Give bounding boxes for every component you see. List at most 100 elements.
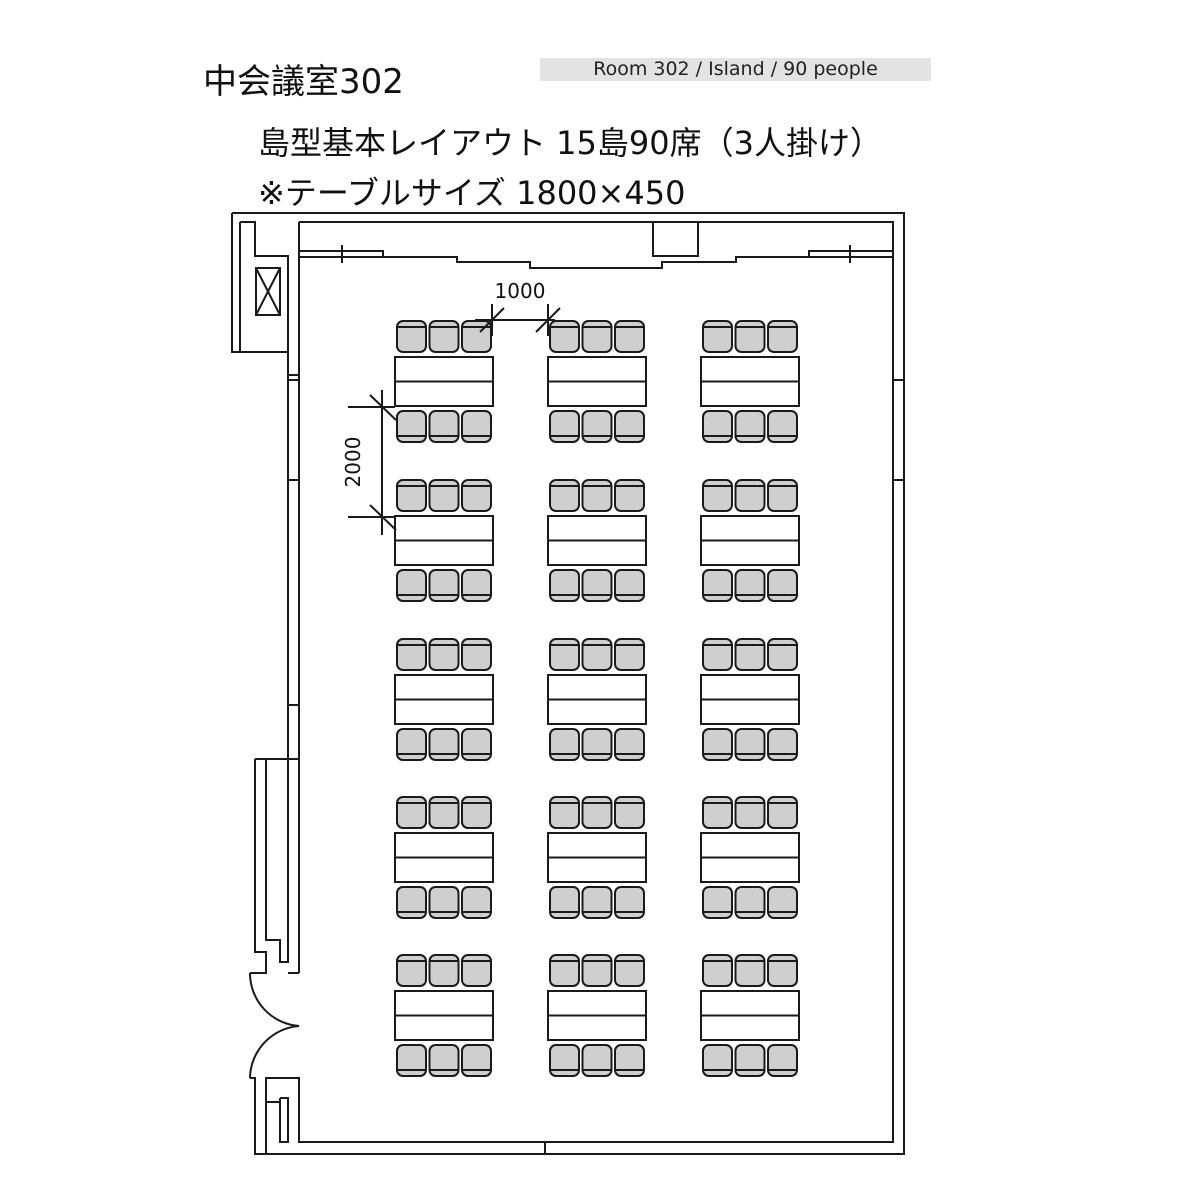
chair: [614, 886, 645, 919]
chair: [428, 728, 460, 761]
chair: [428, 954, 460, 987]
chair: [767, 410, 798, 443]
chair: [614, 1044, 645, 1077]
chair: [581, 796, 613, 829]
chair: [581, 479, 613, 512]
chair: [767, 728, 798, 761]
chair: [702, 479, 733, 512]
chair: [428, 638, 460, 671]
chair: [461, 796, 492, 829]
walls: [231, 212, 905, 1155]
chair: [702, 569, 733, 602]
chair: [734, 954, 766, 987]
chair: [428, 569, 460, 602]
table-size-note: ※テーブルサイズ 1800×450: [258, 174, 686, 212]
chair: [767, 479, 798, 512]
chair: [549, 1044, 580, 1077]
chair: [549, 638, 580, 671]
island: [547, 320, 647, 443]
island: [394, 796, 494, 919]
chair: [702, 320, 733, 353]
dimension-2000: [348, 390, 397, 535]
island: [547, 479, 647, 602]
chair: [461, 569, 492, 602]
chair: [549, 728, 580, 761]
chair: [549, 796, 580, 829]
chair: [734, 638, 766, 671]
chair: [581, 954, 613, 987]
chair: [549, 886, 580, 919]
island: [700, 796, 800, 919]
chair: [549, 410, 580, 443]
chair: [734, 320, 766, 353]
chair: [614, 796, 645, 829]
chair: [396, 569, 427, 602]
chair: [767, 1044, 798, 1077]
chair: [614, 638, 645, 671]
chair: [702, 886, 733, 919]
chair: [461, 1044, 492, 1077]
chair: [614, 320, 645, 353]
chair: [428, 479, 460, 512]
chair: [614, 569, 645, 602]
island: [547, 638, 647, 761]
chair: [461, 479, 492, 512]
island: [394, 320, 494, 443]
chair: [767, 320, 798, 353]
island: [394, 638, 494, 761]
chair: [702, 410, 733, 443]
chair: [581, 638, 613, 671]
chair: [396, 638, 427, 671]
dimension-2000-label: 2000: [341, 437, 365, 488]
chair: [614, 728, 645, 761]
chair: [396, 479, 427, 512]
chair: [396, 410, 427, 443]
island: [547, 954, 647, 1077]
chair: [767, 569, 798, 602]
chair: [614, 479, 645, 512]
chair: [767, 886, 798, 919]
chair: [461, 728, 492, 761]
layout-description: 島型基本レイアウト 15島90席（3人掛け）: [258, 124, 882, 162]
chair: [581, 569, 613, 602]
chair: [734, 410, 766, 443]
chair: [702, 638, 733, 671]
chair: [767, 796, 798, 829]
chair: [549, 569, 580, 602]
chair: [461, 954, 492, 987]
chair: [581, 1044, 613, 1077]
chair: [428, 410, 460, 443]
chair: [549, 954, 580, 987]
chair: [734, 728, 766, 761]
chair: [396, 320, 427, 353]
island: [700, 638, 800, 761]
chair: [461, 638, 492, 671]
chair: [734, 796, 766, 829]
room-title: 中会議室302: [203, 62, 404, 102]
island: [700, 954, 800, 1077]
chair: [396, 886, 427, 919]
island: [394, 954, 494, 1077]
chair: [428, 320, 460, 353]
chair: [702, 1044, 733, 1077]
chair: [581, 410, 613, 443]
chair: [581, 728, 613, 761]
chair: [702, 728, 733, 761]
chair: [396, 1044, 427, 1077]
chair: [461, 886, 492, 919]
dimension-1000: [475, 304, 561, 336]
chair: [428, 886, 460, 919]
chair: [614, 954, 645, 987]
chair: [702, 796, 733, 829]
chair: [614, 410, 645, 443]
chair: [549, 320, 580, 353]
chair: [581, 320, 613, 353]
island: [700, 320, 800, 443]
islands: [394, 320, 800, 1077]
dimension-1000-label: 1000: [495, 279, 546, 303]
room-subtitle: Room 302 / Island / 90 people: [540, 58, 931, 81]
chair: [734, 479, 766, 512]
chair: [396, 954, 427, 987]
